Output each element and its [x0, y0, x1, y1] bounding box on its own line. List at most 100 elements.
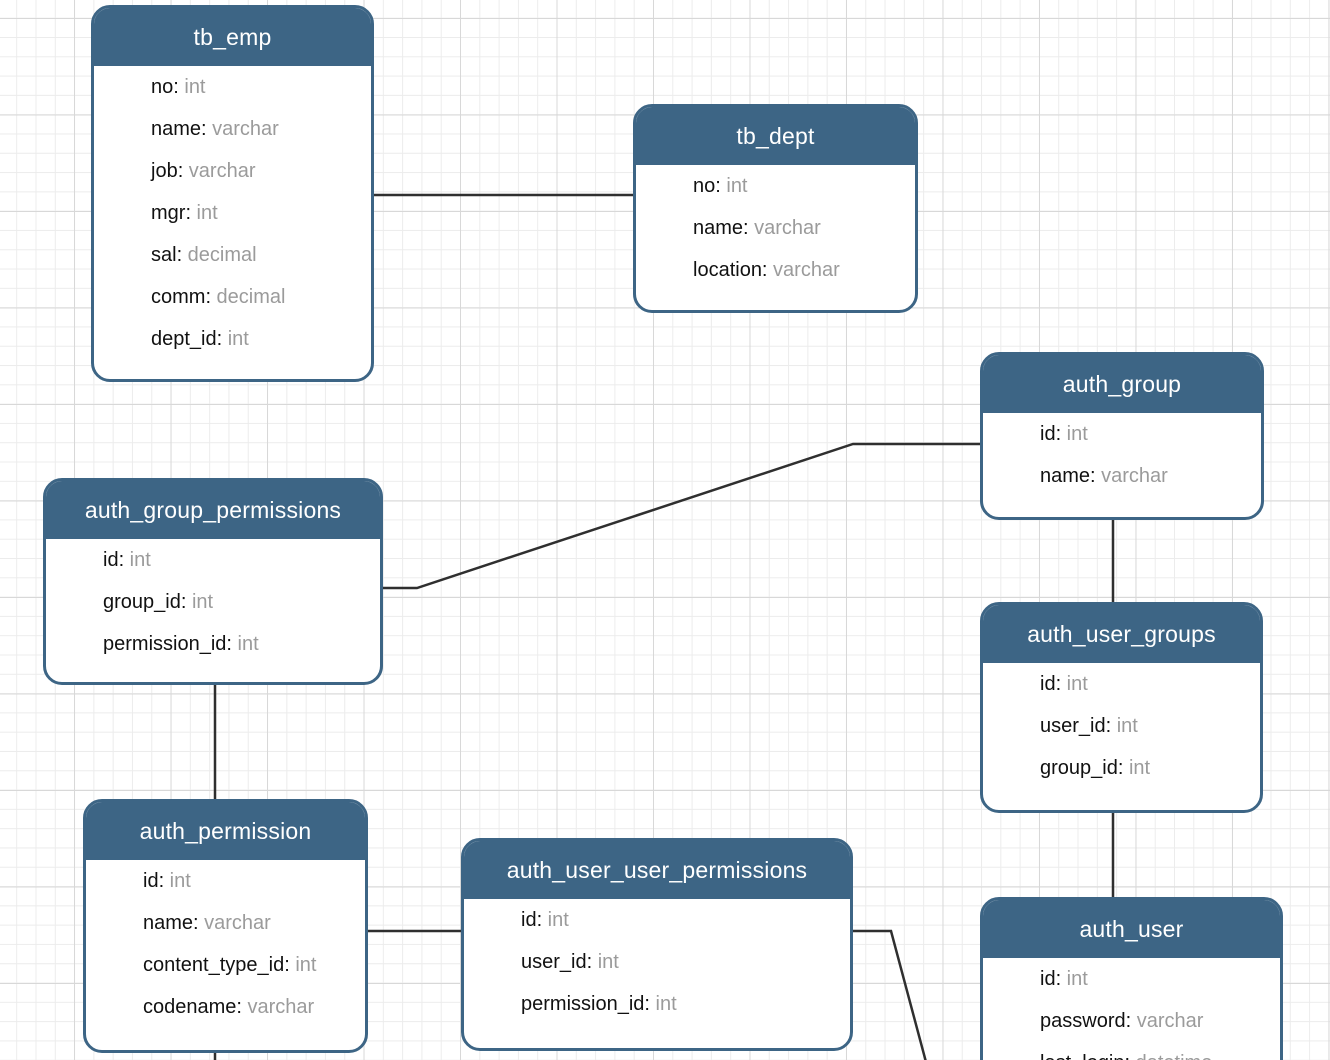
table-title[interactable]: auth_user_groups	[983, 605, 1260, 663]
field-name: group_id:	[103, 590, 187, 613]
field-row-name: name: varchar	[983, 455, 1261, 497]
table-title[interactable]: auth_permission	[86, 802, 365, 860]
field-type: int	[164, 869, 191, 892]
table-title[interactable]: auth_group	[983, 355, 1261, 413]
field-name: id:	[143, 869, 165, 892]
field-name: name:	[1040, 464, 1096, 487]
field-row-permission_id: permission_id: int	[46, 623, 380, 665]
field-row-no: no: int	[94, 66, 371, 108]
field-type: int	[592, 950, 619, 973]
field-row-id: id: int	[46, 539, 380, 581]
field-row-id: id: int	[983, 413, 1261, 455]
field-row-name: name: varchar	[636, 207, 915, 249]
field-name: id:	[103, 548, 125, 571]
field-name: name:	[143, 911, 199, 934]
field-type: varchar	[1131, 1009, 1204, 1032]
field-type: varchar	[183, 159, 256, 182]
field-row-permission_id: permission_id: int	[464, 983, 850, 1025]
field-type: varchar	[767, 258, 840, 281]
field-type: int	[1061, 422, 1088, 445]
field-name: sal:	[151, 243, 183, 266]
table-title[interactable]: auth_user_user_permissions	[464, 841, 850, 899]
table-title[interactable]: auth_user	[983, 900, 1280, 958]
field-name: password:	[1040, 1009, 1132, 1032]
field-row-mgr: mgr: int	[94, 192, 371, 234]
field-type: int	[649, 992, 677, 1015]
field-name: job:	[151, 159, 184, 182]
field-name: permission_id:	[103, 632, 232, 655]
field-name: name:	[151, 117, 207, 140]
field-name: location:	[693, 258, 768, 281]
field-type: int	[1111, 714, 1138, 737]
table-title[interactable]: tb_emp	[94, 8, 371, 66]
field-name: mgr:	[151, 201, 191, 224]
field-row-id: id: int	[983, 663, 1260, 705]
field-name: content_type_id:	[143, 953, 290, 976]
field-type: int	[1123, 756, 1151, 779]
field-name: user_id:	[521, 950, 593, 973]
field-type: int	[720, 174, 748, 197]
field-name: no:	[693, 174, 721, 197]
field-row-name: name: varchar	[86, 902, 365, 944]
table-title[interactable]: tb_dept	[636, 107, 915, 165]
field-name: group_id:	[1040, 756, 1124, 779]
field-name: dept_id:	[151, 327, 223, 350]
field-row-last_login: last_login: datetime	[983, 1042, 1280, 1060]
field-type: int	[542, 908, 569, 931]
field-row-user_id: user_id: int	[983, 705, 1260, 747]
field-type: varchar	[748, 216, 821, 239]
field-row-id: id: int	[464, 899, 850, 941]
field-type: varchar	[206, 117, 279, 140]
field-type: datetime	[1130, 1052, 1213, 1060]
field-row-location: location: varchar	[636, 249, 915, 291]
field-type: int	[178, 75, 206, 98]
field-type: int	[1061, 672, 1088, 695]
field-name: id:	[1040, 672, 1062, 695]
field-type: decimal	[211, 285, 286, 308]
edge-auth_user_user_permissions-auth_user[interactable]	[853, 929, 927, 1060]
field-type: decimal	[182, 243, 257, 266]
field-type: varchar	[1095, 464, 1168, 487]
field-name: id:	[1040, 422, 1062, 445]
field-name: name:	[693, 216, 749, 239]
field-row-comm: comm: decimal	[94, 276, 371, 318]
table-title[interactable]: auth_group_permissions	[46, 481, 380, 539]
field-row-id: id: int	[983, 958, 1280, 1000]
field-name: no:	[151, 75, 179, 98]
field-row-sal: sal: decimal	[94, 234, 371, 276]
field-row-no: no: int	[636, 165, 915, 207]
field-row-user_id: user_id: int	[464, 941, 850, 983]
field-row-codename: codename: varchar	[86, 986, 365, 1028]
field-type: int	[1061, 967, 1088, 990]
field-name: user_id:	[1040, 714, 1112, 737]
field-type: varchar	[198, 911, 271, 934]
field-type: varchar	[241, 995, 315, 1018]
field-row-group_id: group_id: int	[46, 581, 380, 623]
field-row-name: name: varchar	[94, 108, 371, 150]
field-row-password: password: varchar	[983, 1000, 1280, 1042]
field-row-id: id: int	[86, 860, 365, 902]
field-name: permission_id:	[521, 992, 650, 1015]
field-row-dept_id: dept_id: int	[94, 318, 371, 360]
edge-auth_group_permissions-auth_group[interactable]	[383, 442, 980, 590]
field-type: int	[231, 632, 259, 655]
field-row-job: job: varchar	[94, 150, 371, 192]
field-name: id:	[521, 908, 543, 931]
field-row-group_id: group_id: int	[983, 747, 1260, 789]
field-type: int	[191, 201, 218, 224]
